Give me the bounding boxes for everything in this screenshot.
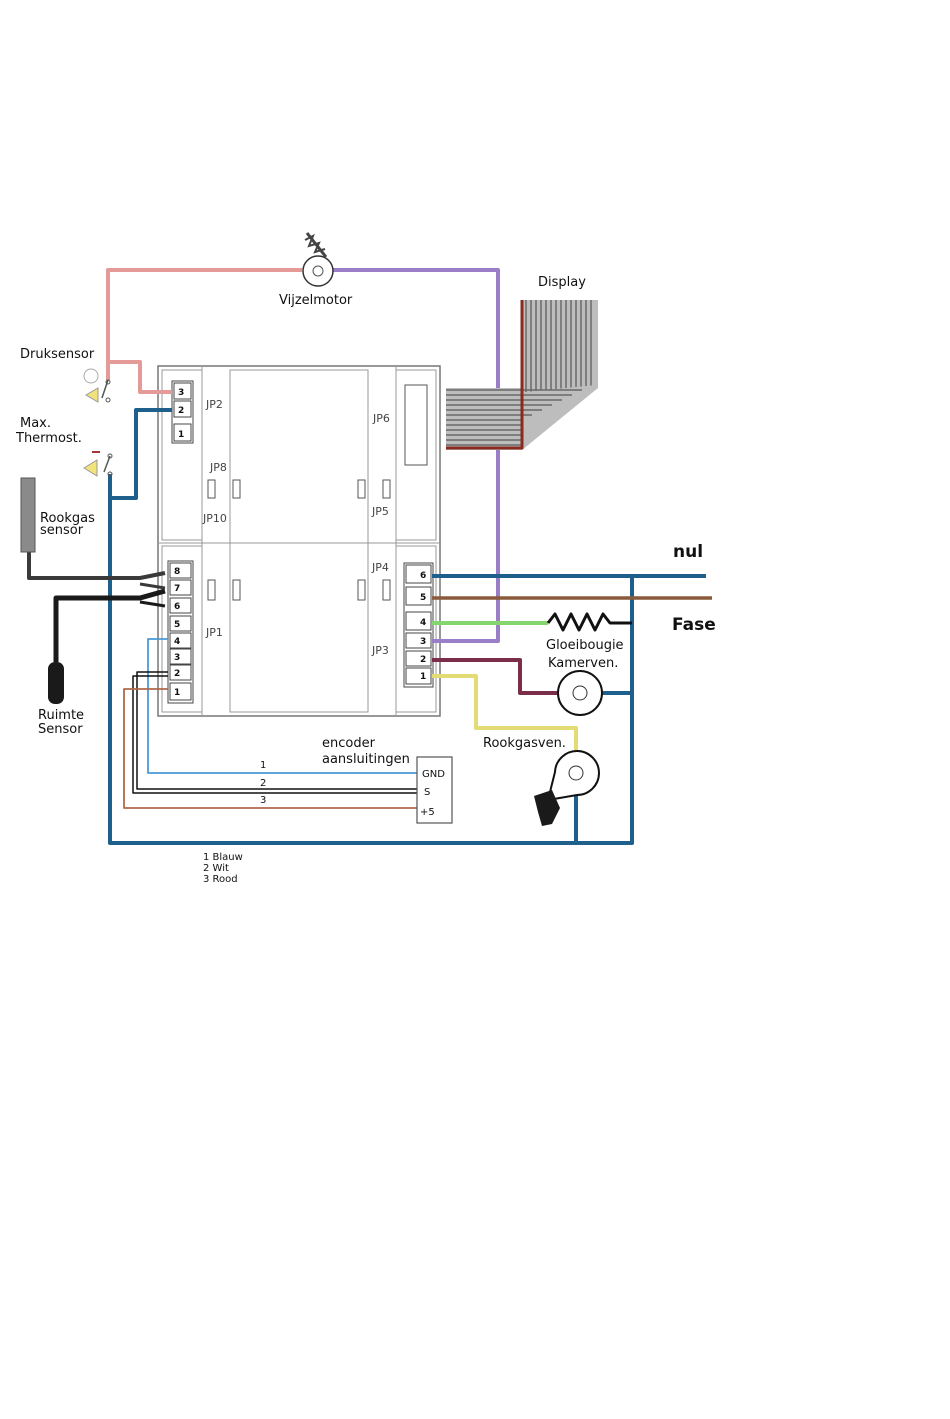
switch-contact-icon <box>104 456 110 472</box>
max-thermostat-label-1: Max. <box>20 416 51 431</box>
wire-rookgas-sensor <box>29 552 165 578</box>
jp4-pin-label: 2 <box>420 655 426 665</box>
jp1-pin-label: 5 <box>174 620 180 630</box>
auger-screw-icon <box>305 233 326 257</box>
jp2-pin-label: 3 <box>178 388 184 398</box>
jp2-label: JP2 <box>205 398 223 411</box>
jp3-label: JP3 <box>371 644 389 657</box>
jp1-pin-label: 2 <box>174 669 180 679</box>
max-thermostat <box>84 452 112 476</box>
encoder-terminal-s: S <box>424 787 430 798</box>
jp1-pin-label: 1 <box>174 688 180 698</box>
encoder-terminal-5v: +5 <box>420 807 435 818</box>
controller-board: JP2 JP8 JP10 JP1 JP6 JP5 JP4 JP3 <box>158 366 440 716</box>
kamerventilator <box>558 671 602 715</box>
gloeibougie-label: Gloeibougie <box>546 638 624 653</box>
jp4-pin <box>406 651 431 666</box>
vijzelmotor-icon <box>303 256 333 286</box>
jp2-pin-label: 2 <box>178 406 184 416</box>
gloeibougie-resistor <box>548 614 632 630</box>
jp1-pin-label: 8 <box>174 567 180 577</box>
warning-icon <box>84 460 97 476</box>
jp4-pin-label: 4 <box>420 618 426 628</box>
blower-icon <box>548 751 599 800</box>
encoder-label-1: encoder <box>322 736 376 751</box>
jp4-label: JP4 <box>371 561 389 574</box>
jp10-label: JP10 <box>202 512 227 525</box>
jp1-pin-label: 4 <box>174 637 180 647</box>
jp6-label: JP6 <box>372 412 390 425</box>
druksensor-label: Druksensor <box>20 347 95 362</box>
ruimte-sensor-label-2: Sensor <box>38 722 83 737</box>
jp4-pin-label: 5 <box>420 593 426 603</box>
jp4-pin-label: 1 <box>420 672 426 682</box>
jp1-pin-label: 6 <box>174 602 180 612</box>
encoder-wire-number: 2 <box>260 778 266 789</box>
wire-color-legend: 1 Blauw 2 Wit 3 Rood <box>203 852 243 885</box>
rookgas-sensor-label-2: sensor <box>40 523 84 538</box>
jp6-display-socket <box>405 385 427 465</box>
jp1-pin-label: 3 <box>174 653 180 663</box>
rookgasventilator <box>534 751 599 826</box>
encoder-terminal-gnd: GND <box>422 769 445 780</box>
legend-item: 2 Wit <box>203 863 229 874</box>
jp2-terminal-block: 3 2 1 <box>172 381 193 443</box>
jp1-label: JP1 <box>205 626 223 639</box>
jp1-pin-label: 7 <box>174 584 180 594</box>
jp5-label: JP5 <box>371 505 389 518</box>
jp4-terminal-block: 6 5 4 3 2 1 <box>404 563 433 687</box>
ruimte-sensor-label-1: Ruimte <box>38 708 84 723</box>
rookgas-sensor-probe-icon <box>21 478 35 552</box>
jp4-pin-label: 3 <box>420 637 426 647</box>
legend-item: 1 Blauw <box>203 852 243 863</box>
encoder-wire-number: 3 <box>260 795 266 806</box>
warning-icon <box>86 388 98 402</box>
fan-icon <box>558 671 602 715</box>
jp4-pin <box>406 587 431 605</box>
jp8-label: JP8 <box>209 461 227 474</box>
pressure-gauge-icon <box>84 369 98 383</box>
jp1-terminal-block: 8 7 6 5 4 3 2 1 <box>168 561 193 703</box>
switch-pin-icon <box>106 398 110 402</box>
ruimte-sensor-probe-icon <box>48 662 64 704</box>
jp2-pin-label: 1 <box>178 430 184 440</box>
fase-label: Fase <box>672 615 716 635</box>
nul-label: nul <box>673 542 703 562</box>
jp4-pin <box>406 565 431 583</box>
jp4-pin <box>406 668 431 684</box>
jp4-pin-label: 6 <box>420 571 426 581</box>
max-thermostat-label-2: Thermost. <box>15 431 82 446</box>
jp4-pin <box>406 633 431 648</box>
encoder-label-2: aansluitingen <box>322 752 410 767</box>
switch-contact-icon <box>102 380 108 398</box>
rookgasven-label: Rookgasven. <box>483 736 566 751</box>
vijzelmotor-label: Vijzelmotor <box>279 293 353 308</box>
kamerven-label: Kamerven. <box>548 656 618 671</box>
display-label: Display <box>538 275 586 290</box>
board-outline <box>158 366 440 716</box>
display-ribbon-cable <box>446 300 598 450</box>
legend-item: 3 Rood <box>203 874 238 885</box>
vijzelmotor <box>303 233 333 286</box>
jp4-pin <box>406 612 431 630</box>
encoder-wire-number: 1 <box>260 760 266 771</box>
